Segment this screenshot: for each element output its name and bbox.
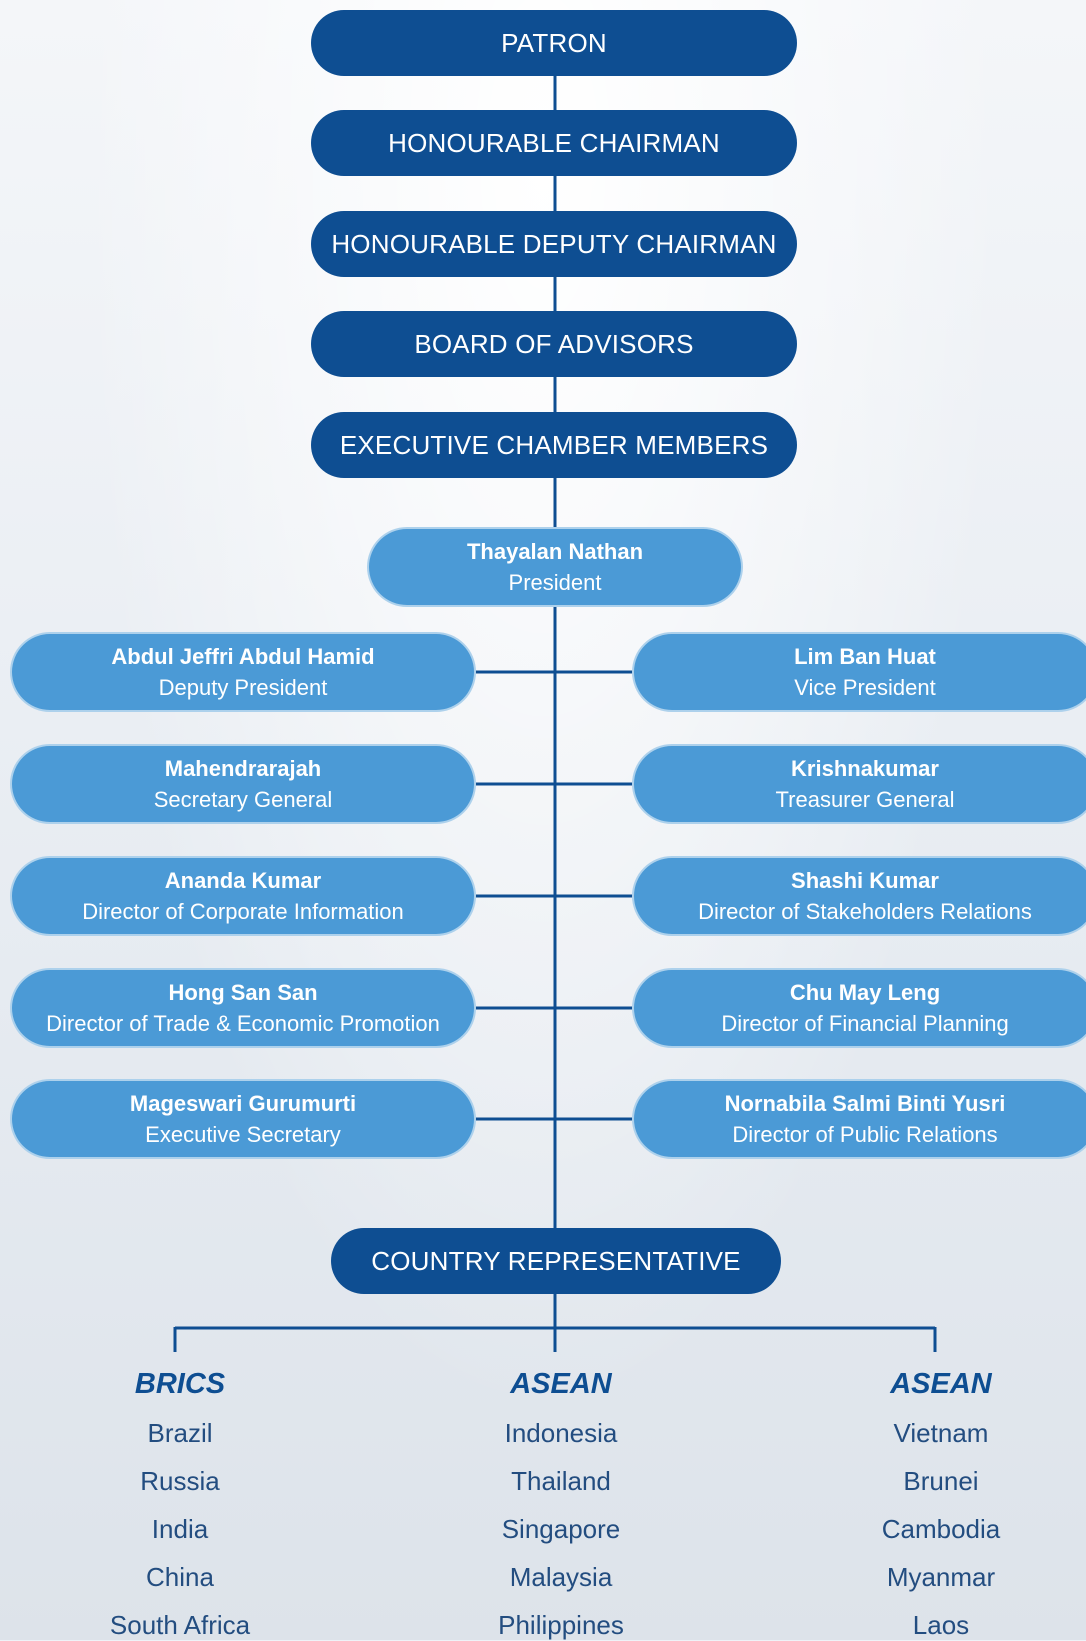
member-title: Director of Corporate Information	[82, 899, 404, 924]
node-honourable-chairman: HONOURABLE CHAIRMAN	[311, 110, 797, 176]
member-name: Ananda Kumar	[164, 868, 322, 893]
member-name: Krishnakumar	[791, 756, 939, 781]
member-name: Hong San San	[168, 980, 318, 1005]
president-name: Thayalan Nathan	[466, 539, 644, 564]
country-3-4: Myanmar	[886, 1562, 996, 1592]
country-1-2: Russia	[140, 1466, 220, 1496]
member-title: Director of Public Relations	[732, 1122, 998, 1147]
country-3-5: Laos	[912, 1610, 970, 1640]
member-title: Vice President	[794, 675, 936, 700]
member-title: Director of Financial Planning	[721, 1011, 1009, 1036]
member-title: Executive Secretary	[145, 1122, 341, 1147]
member-title: Deputy President	[158, 675, 328, 700]
member-name: Mahendrarajah	[164, 756, 322, 781]
node-executive-chamber-members: EXECUTIVE CHAMBER MEMBERS	[311, 412, 797, 478]
country-2-3: Singapore	[501, 1514, 621, 1544]
member-name: Shashi Kumar	[791, 868, 939, 893]
country-2-5: Philippines	[498, 1610, 624, 1640]
member-name: Lim Ban Huat	[794, 644, 936, 669]
group-title-1: BRICS	[134, 1368, 226, 1400]
member-name: Mageswari Gurumurti	[129, 1091, 357, 1116]
country-1-5: South Africa	[109, 1610, 251, 1640]
node-patron: PATRON	[311, 10, 797, 76]
president-title: President	[508, 570, 602, 595]
node-board-of-advisors: BOARD OF ADVISORS	[311, 311, 797, 377]
node-honourable-deputy-chairman: HONOURABLE DEPUTY CHAIRMAN	[311, 211, 797, 277]
member-title: Director of Trade & Economic Promotion	[46, 1011, 440, 1036]
country-1-1: Brazil	[147, 1418, 213, 1448]
country-1-3: India	[151, 1514, 209, 1544]
group-title-2: ASEAN	[510, 1368, 612, 1400]
member-name: Chu May Leng	[789, 980, 941, 1005]
member-name: Nornabila Salmi Binti Yusri	[724, 1091, 1006, 1116]
country-1-4: China	[146, 1562, 214, 1592]
country-2-1: Indonesia	[504, 1418, 618, 1448]
country-3-2: Brunei	[903, 1466, 979, 1496]
member-title: Treasurer General	[775, 787, 955, 812]
member-name: Abdul Jeffri Abdul Hamid	[111, 644, 375, 669]
country-2-4: Malaysia	[509, 1562, 613, 1592]
node-country-representative: COUNTRY REPRESENTATIVE	[331, 1228, 781, 1294]
country-3-1: Vietnam	[893, 1418, 989, 1448]
member-title: Director of Stakeholders Relations	[698, 899, 1032, 924]
country-3-3: Cambodia	[881, 1514, 1001, 1544]
member-title: Secretary General	[153, 787, 333, 812]
country-2-2: Thailand	[511, 1466, 611, 1496]
group-title-3: ASEAN	[890, 1368, 992, 1400]
